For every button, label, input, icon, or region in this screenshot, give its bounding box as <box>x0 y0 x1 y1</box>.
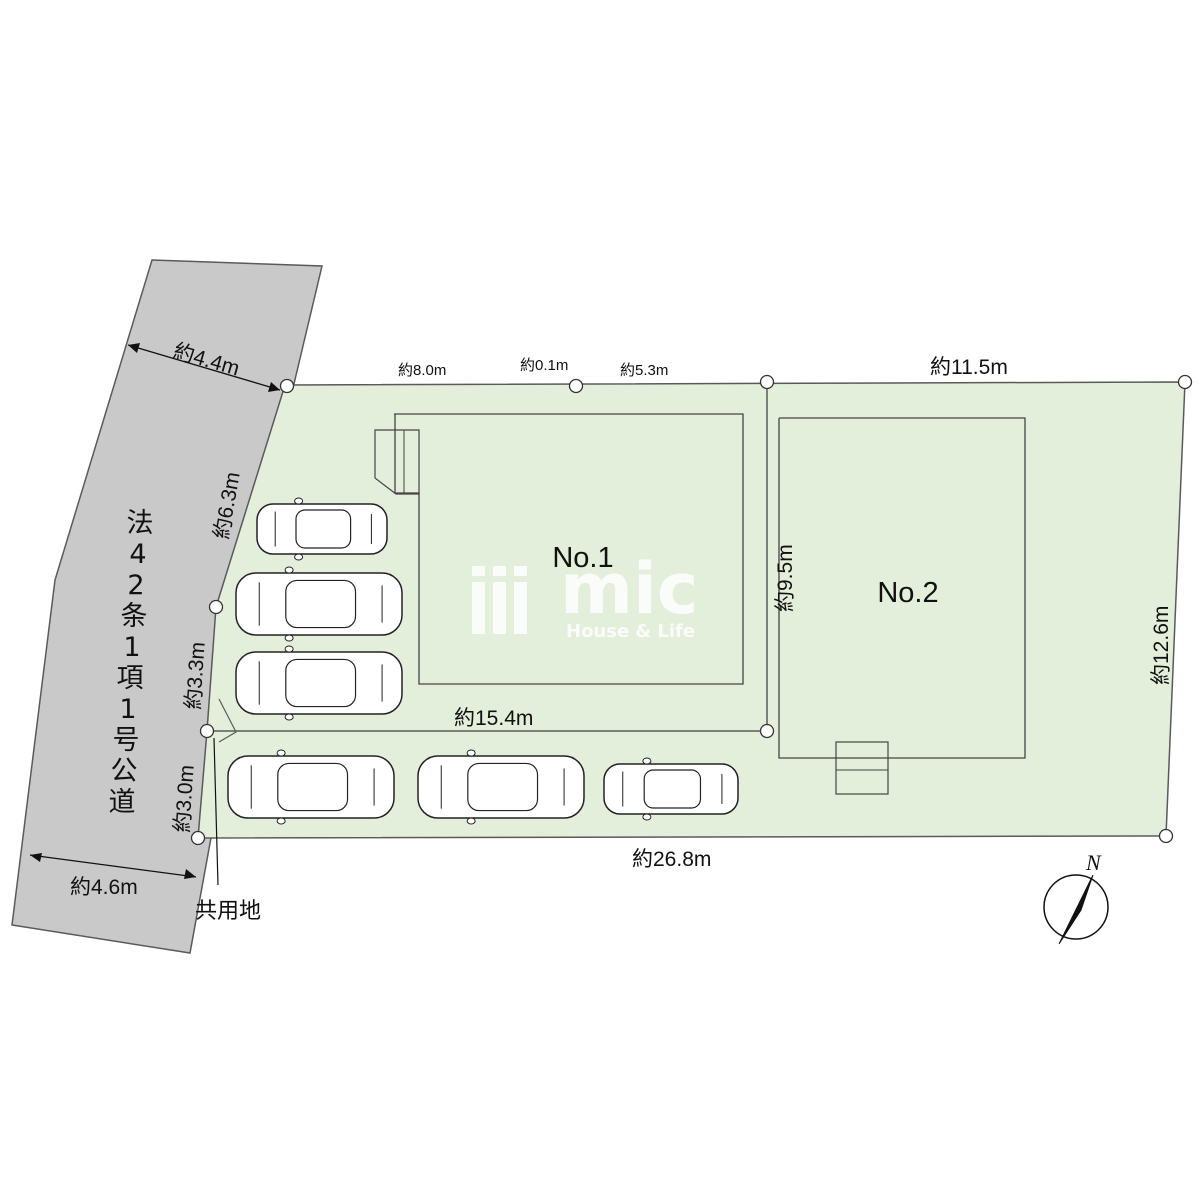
dim-top-no2: 約11.5m <box>930 356 1008 379</box>
house-no2-porch <box>835 741 889 795</box>
road-label-char: 1 <box>123 632 140 663</box>
shared-land-marker <box>218 698 237 743</box>
watermark-tagline: House & Life <box>566 621 695 642</box>
parking-car-icon <box>227 749 395 825</box>
road-width-bottom-dimension <box>29 853 197 879</box>
dim-divider: 約9.5m <box>774 544 797 612</box>
shared-land-label: 共用地 <box>195 899 261 924</box>
parking-car-icon <box>417 749 585 825</box>
watermark-logo-icon <box>472 566 527 634</box>
north-arrow-icon: N <box>1043 850 1109 945</box>
boundary-markers <box>190 374 1193 846</box>
dim-top-b: 約0.1m <box>520 357 568 374</box>
dim-top-a: 約8.0m <box>398 362 446 379</box>
dim-west-lower: 約3.0m <box>171 764 199 833</box>
road-label-char: 項 <box>117 663 144 694</box>
dim-south: 約26.8m <box>632 848 711 871</box>
boundary-marker <box>199 723 215 739</box>
public-road <box>11 259 323 954</box>
lot-no1-label: No.1 <box>552 542 613 574</box>
road-label-char: 号 <box>113 725 140 756</box>
house-no2-outline <box>778 417 1026 759</box>
dim-west-mid: 約3.3m <box>182 641 210 710</box>
parking-car-icon <box>603 757 739 821</box>
watermark: mic House & Life <box>472 548 698 642</box>
road-label-char: 2 <box>127 570 144 601</box>
shared-land-leader <box>213 737 219 886</box>
road-label-char: 道 <box>109 787 136 818</box>
road-label-char: 条 <box>121 601 148 632</box>
dim-top-c: 約5.3m <box>620 362 668 379</box>
lot-no2-label: No.2 <box>877 577 938 609</box>
road-label-char: 1 <box>119 694 136 725</box>
boundary-marker <box>1158 828 1174 844</box>
parking-car-icon <box>235 645 403 721</box>
boundary-marker <box>759 374 775 390</box>
parking-car-icon <box>235 566 403 642</box>
road-label-char: 公 <box>111 756 138 787</box>
boundary-marker <box>568 378 584 394</box>
boundary-marker <box>190 830 206 846</box>
road-width-bottom-label: 約4.6m <box>70 876 138 899</box>
road-label-char: 法 <box>127 508 154 539</box>
dim-driveway: 約15.4m <box>454 707 533 730</box>
boundary-marker <box>279 378 295 394</box>
house-no1-porch <box>374 429 420 495</box>
boundary-marker <box>759 723 775 739</box>
boundary-marker <box>208 599 224 615</box>
road-label-char: 4 <box>129 539 146 570</box>
north-label: N <box>1085 850 1102 875</box>
road-width-top-dimension <box>127 343 281 392</box>
boundary-marker <box>1177 374 1193 390</box>
dim-east: 約12.6m <box>1150 606 1173 685</box>
watermark-brand: mic <box>560 548 698 630</box>
parking-cars <box>227 497 739 825</box>
parking-car-icon <box>256 497 388 561</box>
